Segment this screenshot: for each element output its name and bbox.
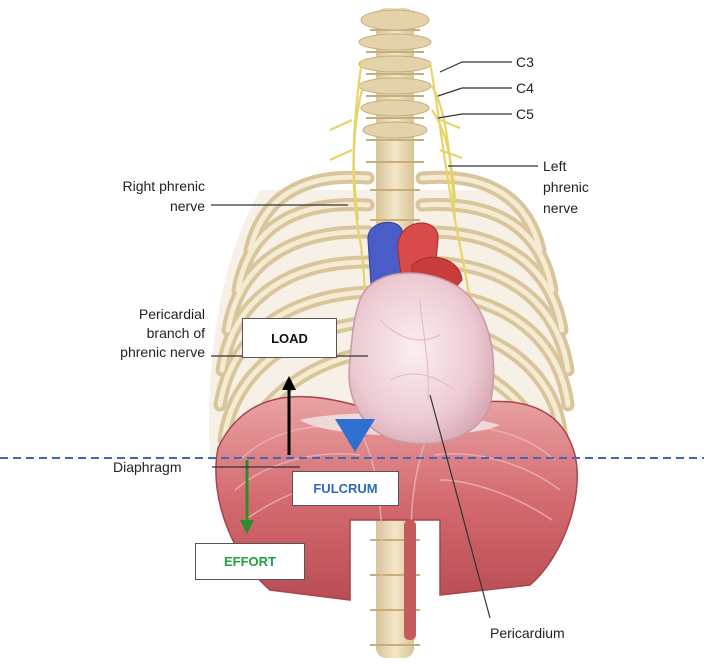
label-left-phrenic-nerve: Left phrenic nerve bbox=[543, 158, 589, 217]
label-diaphragm: Diaphragm bbox=[113, 459, 181, 476]
abdominal-aorta bbox=[404, 520, 416, 640]
label-pericardial-branch: Pericardial branch of phrenic nerve bbox=[60, 306, 205, 361]
label-c5: C5 bbox=[516, 106, 534, 123]
label-c3: C3 bbox=[516, 54, 534, 71]
load-box: LOAD bbox=[242, 318, 337, 358]
label-pericardial-line3: phrenic nerve bbox=[60, 344, 205, 361]
label-c4: C4 bbox=[516, 80, 534, 97]
fulcrum-box: FULCRUM bbox=[292, 471, 399, 506]
label-right-phrenic-nerve: Right phrenic nerve bbox=[60, 178, 205, 215]
label-pericardial-line1: Pericardial bbox=[60, 306, 205, 323]
label-left-phrenic-line3: nerve bbox=[543, 200, 589, 217]
label-right-phrenic-line2: nerve bbox=[60, 198, 205, 215]
label-pericardium: Pericardium bbox=[490, 625, 565, 642]
label-left-phrenic-line2: phrenic bbox=[543, 179, 589, 196]
label-pericardial-line2: branch of bbox=[60, 325, 205, 342]
effort-box: EFFORT bbox=[195, 543, 305, 580]
label-left-phrenic-line1: Left bbox=[543, 158, 589, 175]
label-right-phrenic-line1: Right phrenic bbox=[60, 178, 205, 195]
pericardium-sac bbox=[349, 273, 494, 444]
